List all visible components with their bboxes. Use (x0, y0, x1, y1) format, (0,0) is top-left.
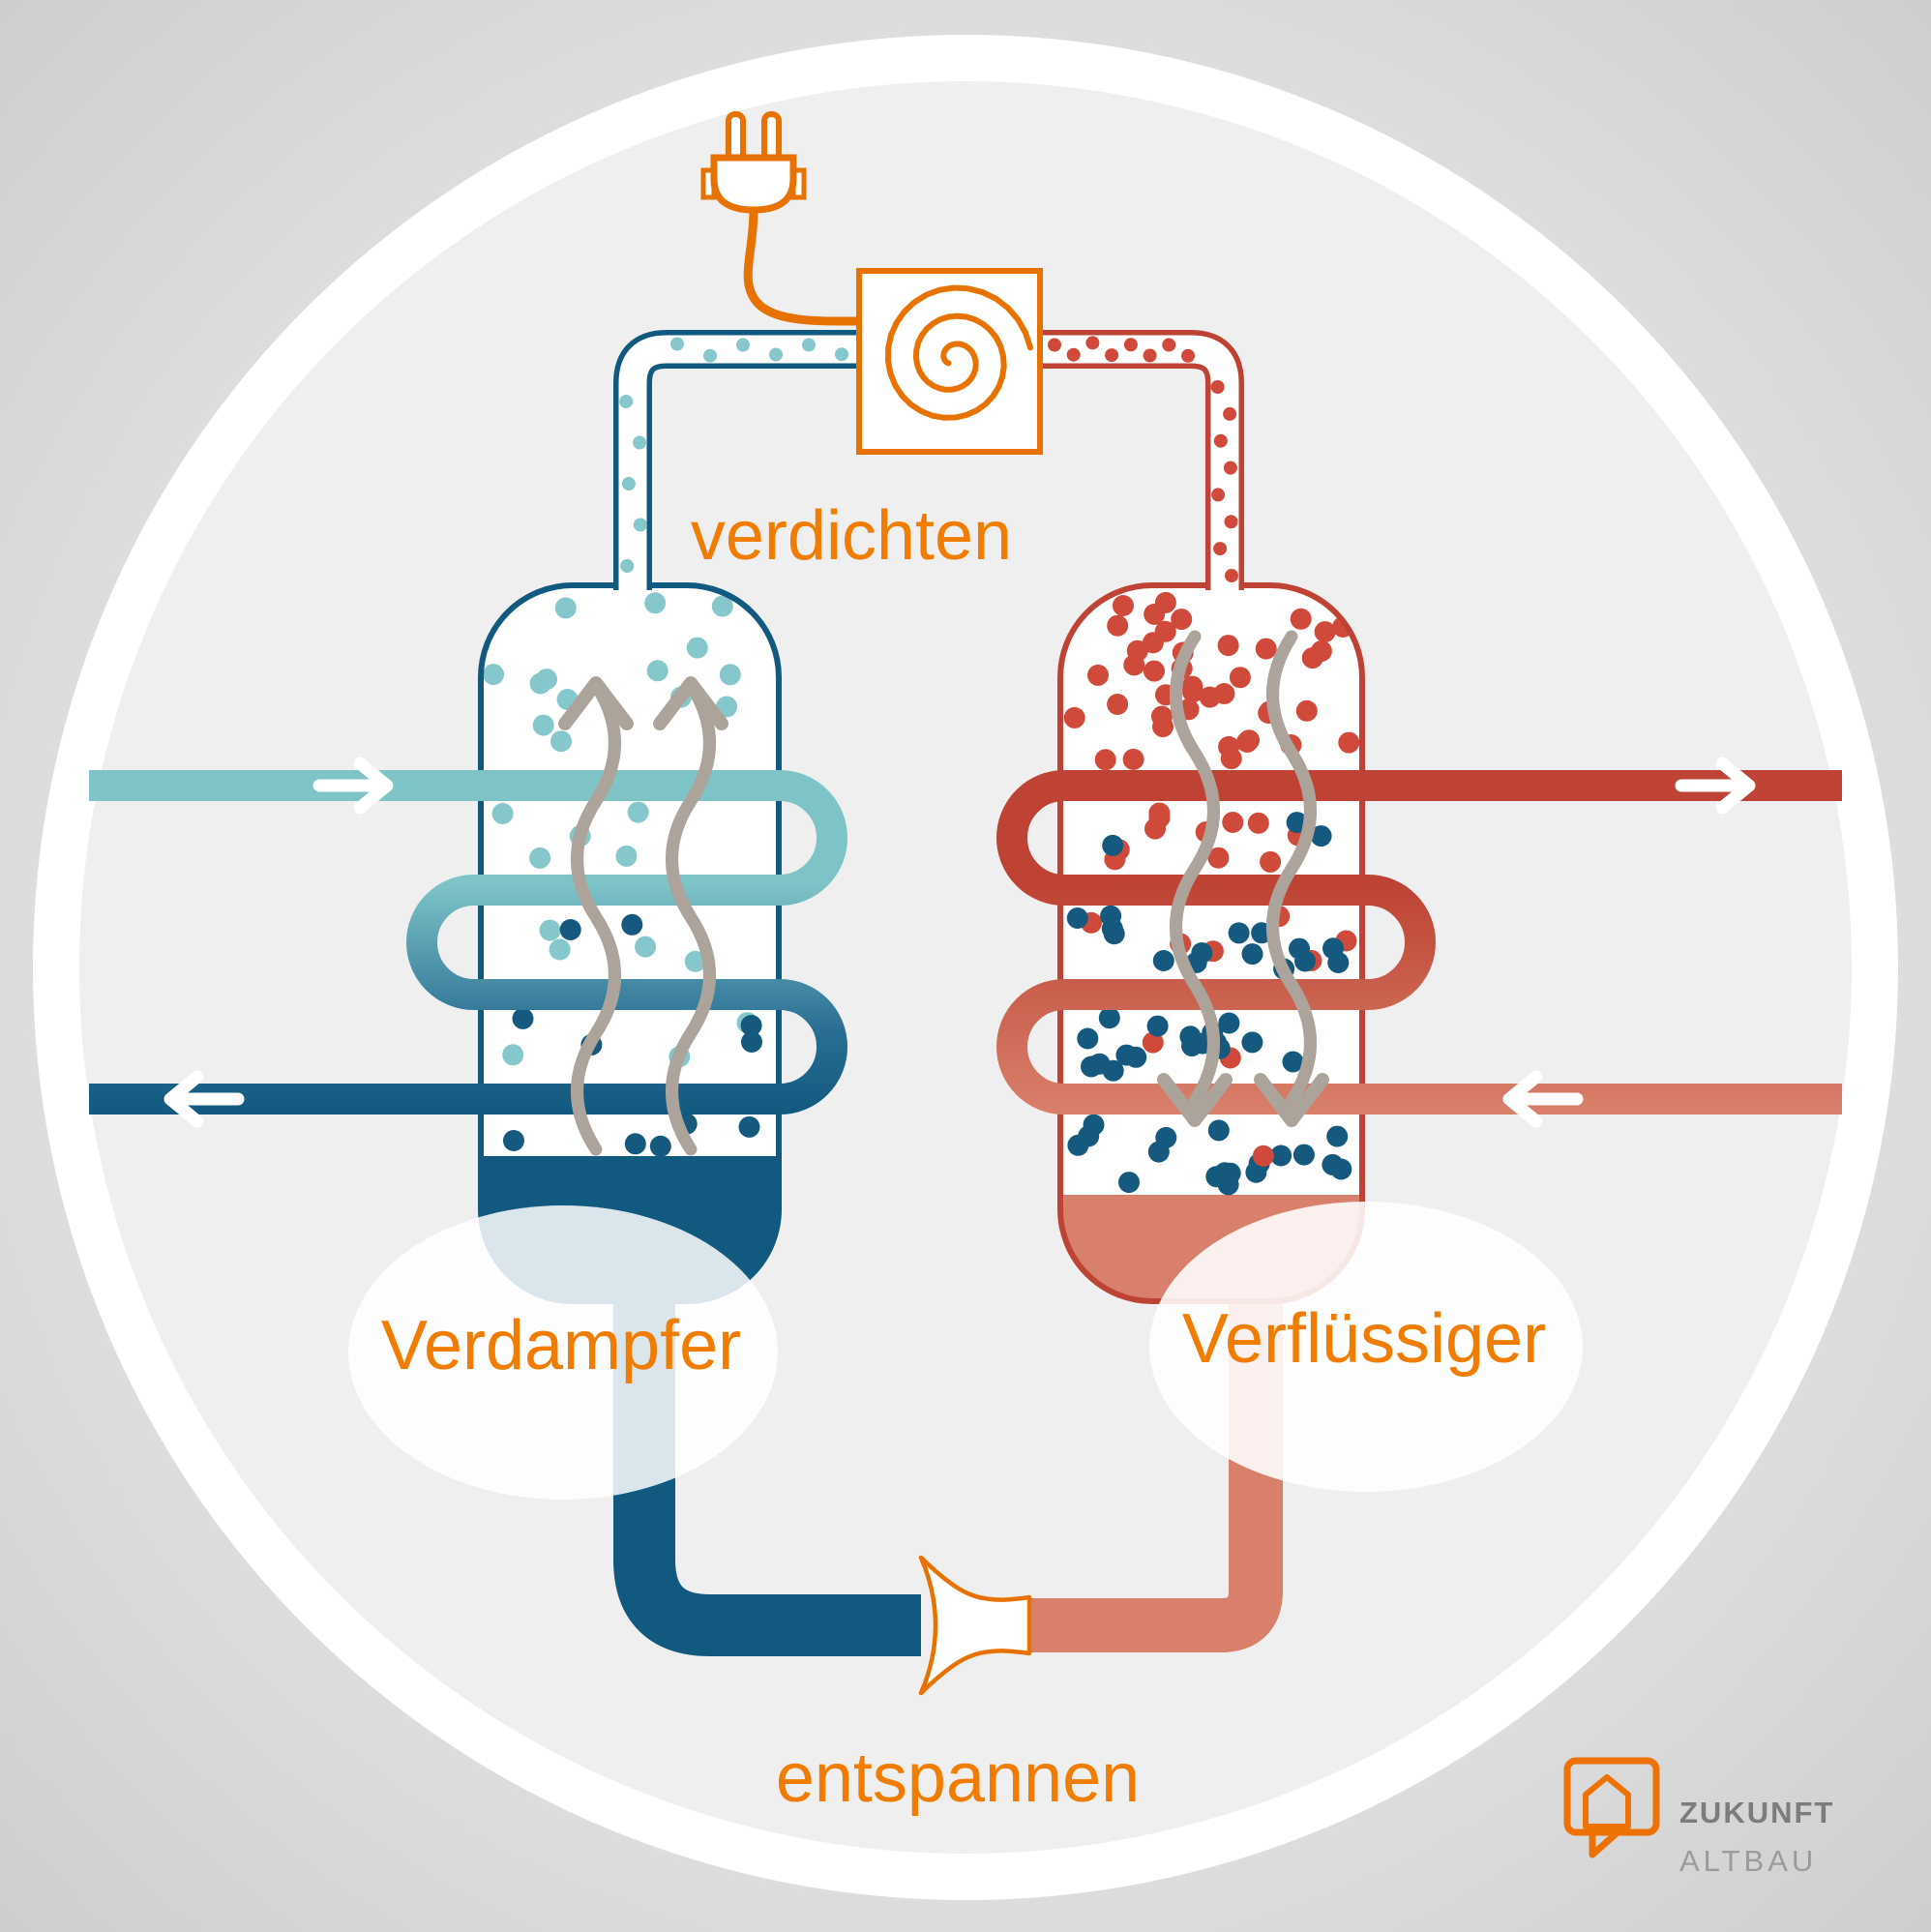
condenser-coil-heating-water (996, 770, 1842, 1115)
condenser-label-badge (1149, 1202, 1583, 1492)
flow-arrow-heating-in-left (1502, 1070, 1584, 1128)
flow-arrow-heating-out-right (1675, 757, 1756, 815)
liquid-line-evaporator (613, 1267, 921, 1656)
evaporation-arrows (558, 676, 728, 1156)
power-cable (743, 209, 862, 326)
condensation-arrows (1157, 630, 1329, 1127)
evaporator-coil-source-water (89, 770, 847, 1115)
evaporator-label-badge (348, 1205, 778, 1500)
flow-arrow-source-out-left (163, 1070, 245, 1128)
logo-speech-bubble-house-icon (1563, 1757, 1660, 1858)
suction-line (613, 330, 861, 592)
expansion-valve-icon (918, 1555, 1032, 1696)
liquid-line-condenser (1029, 1267, 1283, 1652)
logo-text-altbau: ALTBAU (1679, 1844, 1817, 1878)
suction-line-dots (619, 337, 848, 573)
flow-arrows (163, 757, 1756, 1128)
discharge-line (1036, 330, 1244, 592)
compressor-spiral-icon (884, 284, 1033, 421)
zukunft-altbau-logo: ZUKUNFT ALTBAU (1563, 1757, 1834, 1878)
label-verdichten: verdichten (691, 497, 1012, 575)
logo-text-zukunft: ZUKUNFT (1679, 1796, 1834, 1829)
compressor (856, 268, 1043, 455)
label-entspannen: entspannen (776, 1739, 1140, 1817)
label-verdampfer: Verdampfer (381, 1307, 741, 1384)
power-plug-icon (700, 111, 807, 214)
flow-arrow-source-in-right (312, 757, 394, 815)
condenser-vessel (1057, 582, 1365, 1304)
discharge-line-dots (1048, 336, 1238, 582)
evaporator-vessel (478, 582, 782, 1304)
label-verfluessiger: Verflüssiger (1182, 1300, 1546, 1378)
